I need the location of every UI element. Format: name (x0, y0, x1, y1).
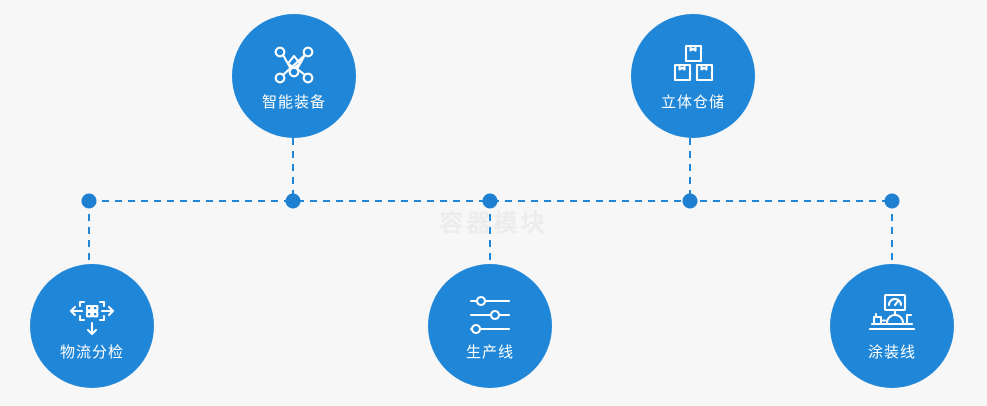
module-label: 立体仓储 (660, 93, 725, 111)
module-label: 智能装备 (261, 93, 326, 111)
module-circle-intelligent-equipment[interactable]: 智能装备 (232, 14, 356, 138)
module-label: 生产线 (465, 343, 514, 361)
module-label: 物流分检 (59, 343, 124, 361)
stacked-boxes-icon (670, 43, 716, 95)
sorting-arrows-icon (69, 293, 115, 345)
module-circle-coating-line[interactable]: 涂装线 (830, 264, 954, 388)
module-circle-production-line[interactable]: 生产线 (428, 264, 552, 388)
connector-node-dot[interactable] (682, 193, 698, 209)
connector-node-dot[interactable] (81, 193, 97, 209)
connector-node-dot[interactable] (482, 193, 498, 209)
module-circle-logistics-sorting[interactable]: 物流分检 (30, 264, 154, 388)
connector-node-dot[interactable] (884, 193, 900, 209)
network-nodes-icon (271, 43, 317, 95)
module-label: 涂装线 (867, 343, 916, 361)
module-circle-stereo-warehouse[interactable]: 立体仓储 (631, 14, 755, 138)
connector-node-dot[interactable] (285, 193, 301, 209)
industrial-workstation-icon (869, 293, 915, 345)
sliders-icon (467, 293, 513, 345)
